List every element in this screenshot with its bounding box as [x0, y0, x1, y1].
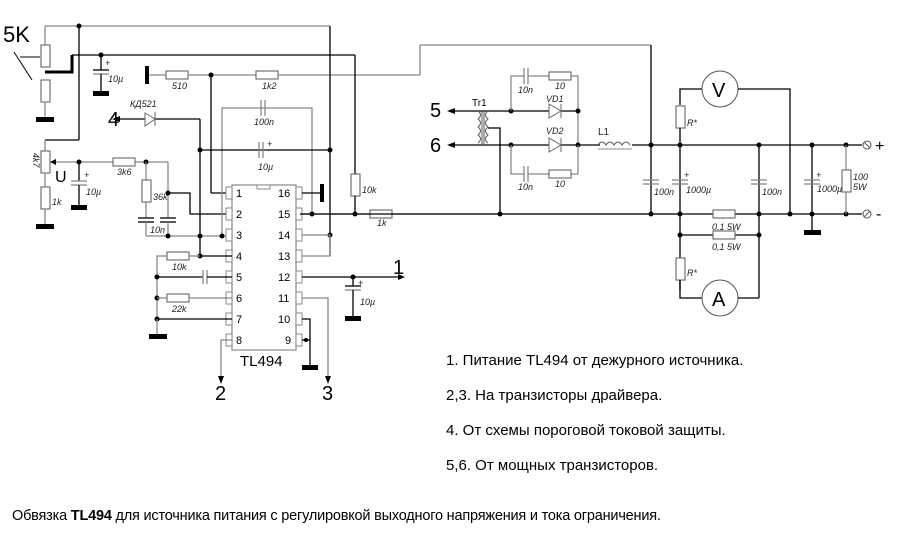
- ic-pin-13: [295, 249, 303, 263]
- r-10-a-label: 10: [555, 81, 565, 91]
- transformer-tr1: Tr1: [472, 98, 489, 145]
- ic-pin-3: [225, 228, 233, 242]
- svg-text:+: +: [267, 139, 272, 149]
- r-shunt-a-label: 0,1 5W: [712, 222, 742, 232]
- vd1-label: VD1: [546, 94, 564, 104]
- caption-chip: TL494: [70, 508, 112, 524]
- ic-pin-label-1: 1: [236, 188, 242, 200]
- ic-pin-label-2: 2: [236, 209, 242, 221]
- pot-5k: 5K: [3, 22, 330, 122]
- ic-pin-label-10: 10: [278, 314, 290, 326]
- r-10k-b-label: 10k: [172, 262, 187, 272]
- ic-pin-16: [295, 186, 303, 200]
- c-100n-a-label: 100n: [654, 187, 674, 197]
- out-minus-label: -: [876, 206, 881, 223]
- r-star-v-label: R*: [687, 118, 697, 128]
- diode-label: КД521: [130, 99, 157, 109]
- note-3: 4. От схемы пороговой токовой защиты.: [446, 422, 726, 439]
- caption-suffix: для источника питания с регулировкой вых…: [111, 508, 661, 524]
- r-shunt-b-label: 0,1 5W: [712, 242, 742, 252]
- figure-caption: Обвязка TL494 для источника питания с ре…: [12, 508, 661, 524]
- c-10n-a-label: 10n: [518, 85, 533, 95]
- ic-tl494: TL494: [231, 184, 297, 370]
- svg-text:+: +: [684, 170, 689, 180]
- ic-pin-label-4: 4: [236, 251, 242, 263]
- ic-pin-label-7: 7: [236, 314, 242, 326]
- ic-pin-label-3: 3: [236, 230, 242, 242]
- c-1000u-b-label: 1000µ: [817, 184, 842, 194]
- l1-label: L1: [598, 127, 610, 138]
- connector-1: 1: [393, 257, 404, 279]
- ic-pin-label-16: 16: [278, 188, 290, 200]
- voltmeter-label: V: [712, 80, 726, 102]
- ic-pin-label-5: 5: [236, 272, 242, 284]
- ic-pin-label-11: 11: [278, 293, 289, 305]
- r-1k-label: 1k: [52, 197, 62, 207]
- ic-pin-1: [225, 186, 233, 200]
- svg-text:+: +: [816, 170, 821, 180]
- pot-4k7-label: 4k7: [31, 153, 41, 169]
- ic-pin-12: [295, 270, 303, 284]
- c-10n-b-label: 10n: [518, 182, 533, 192]
- out-plus-label: +: [875, 138, 884, 155]
- connector-6: 6: [430, 135, 441, 157]
- ic-pin-label-9: 9: [285, 335, 291, 347]
- ic-name: TL494: [240, 353, 283, 370]
- tr1-label: Tr1: [472, 98, 487, 109]
- r-510-label: 510: [172, 81, 187, 91]
- c-10u-a-label: 10µ: [108, 74, 123, 84]
- c-10n-label: 10n: [150, 225, 165, 235]
- r-1k2-label: 1k2: [262, 81, 277, 91]
- ic-pin-label-6: 6: [236, 293, 242, 305]
- ic-pin-10: [295, 312, 303, 326]
- r-star-a-label: R*: [687, 268, 697, 278]
- r-10-b-label: 10: [555, 179, 565, 189]
- ic-pin-label-13: 13: [278, 251, 290, 263]
- r-36k-label: 36k: [153, 192, 168, 202]
- c-100n-fb-label: 100n: [254, 117, 274, 127]
- r-22k-label: 22k: [171, 304, 187, 314]
- ic-pin-11: [295, 291, 303, 305]
- connector-5: 5: [430, 100, 441, 122]
- c-100n-b-label: 100n: [762, 187, 782, 197]
- ic-pin-label-12: 12: [278, 272, 290, 284]
- ic-pin-label-8: 8: [236, 335, 242, 347]
- r-load-label: 100: [853, 172, 868, 182]
- r-1k-out-label: 1k: [377, 218, 387, 228]
- vd2-label: VD2: [546, 126, 564, 136]
- ic-pin-14: [295, 228, 303, 242]
- svg-text:+: +: [358, 278, 363, 288]
- r-3k6-label: 3k6: [117, 167, 132, 177]
- ic-pin-9: [295, 333, 303, 347]
- connector-3: 3: [322, 383, 333, 405]
- ic-pin-2: [225, 207, 233, 221]
- c-10u-d-label: 10µ: [360, 297, 375, 307]
- note-4: 5,6. От мощных транзисторов.: [446, 457, 659, 474]
- note-2: 2,3. На транзисторы драйвера.: [446, 387, 663, 404]
- r-load-watt-label: 5W: [853, 182, 868, 192]
- caption-prefix: Обвязка: [12, 508, 71, 524]
- ammeter-label: A: [712, 289, 726, 311]
- c-1000u-a-label: 1000µ: [686, 185, 711, 195]
- note-1: 1. Питание TL494 от дежурного источника.: [446, 352, 744, 369]
- c-10u-b-label: 10µ: [86, 187, 101, 197]
- svg-text:+: +: [105, 58, 110, 68]
- r-10k-a-label: 10k: [362, 185, 377, 195]
- connector-2: 2: [215, 383, 226, 405]
- ic-pin-label-15: 15: [278, 209, 290, 221]
- pot-u-label: U: [55, 169, 67, 186]
- ic-pin-label-14: 14: [278, 230, 290, 242]
- connector-4: 4: [108, 109, 119, 131]
- pot-5k-label: 5K: [3, 22, 30, 47]
- c-10u-c-label: 10µ: [258, 162, 273, 172]
- svg-text:+: +: [84, 170, 89, 180]
